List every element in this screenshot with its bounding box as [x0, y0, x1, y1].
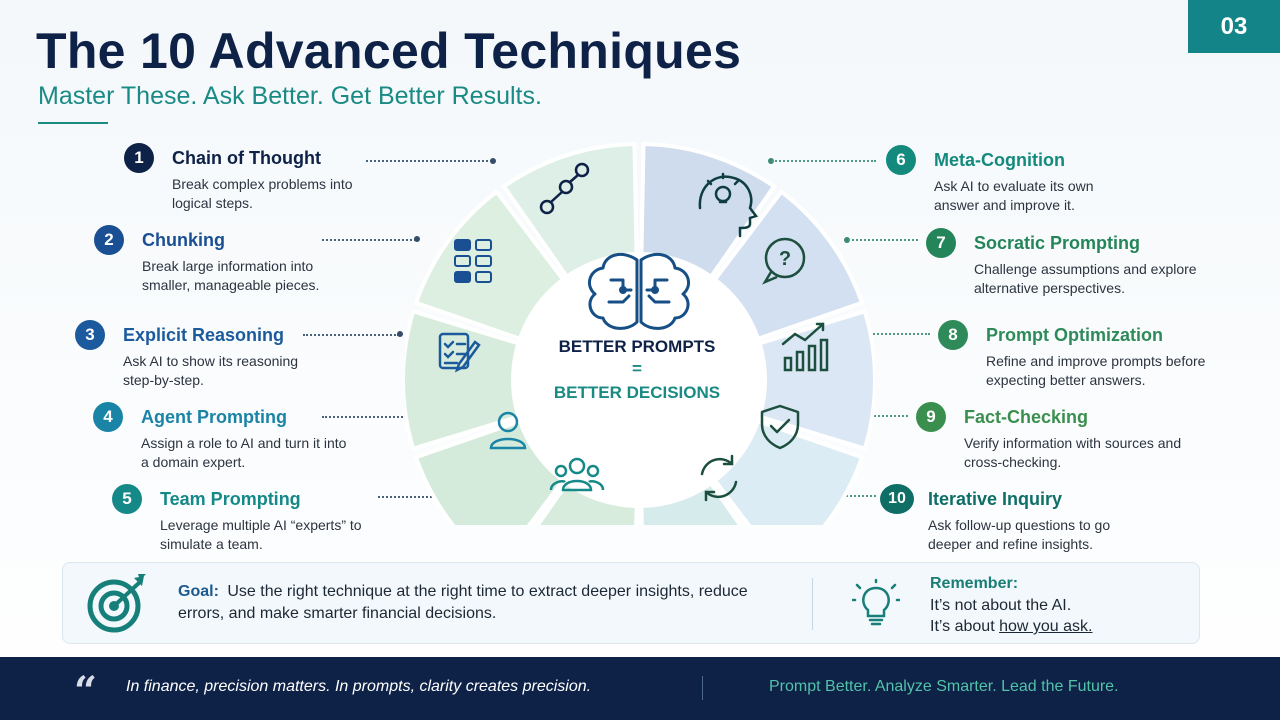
technique-wheel: BETTER PROMPTS = BETTER DECISIONS ? [405, 142, 875, 525]
connector-dot-1 [490, 158, 496, 164]
technique-desc: Challenge assumptions and explore altern… [974, 261, 1197, 296]
technique-3: 3 Explicit Reasoning Ask AI to show its r… [75, 320, 435, 390]
subtitle-underline [38, 122, 108, 124]
technique-name: Fact-Checking [964, 406, 1089, 427]
remember-line-1: It’s not about the AI. [930, 597, 1072, 614]
connector-line-2 [322, 239, 416, 241]
technique-5: 5 Team Prompting Leverage multiple AI “ex… [112, 484, 472, 554]
technique-number: 1 [124, 143, 154, 173]
page-title: The 10 Advanced Techniques [36, 23, 742, 79]
center-line-3: BETTER DECISIONS [554, 383, 720, 402]
technique-name: Chain of Thought [172, 147, 321, 168]
technique-desc: Assign a role to AI and turn it into a d… [141, 435, 347, 470]
lightbulb-icon [852, 578, 900, 626]
connector-dot-7 [844, 237, 850, 243]
goal-panel [62, 562, 1200, 644]
goal-divider [812, 578, 813, 630]
refresh-cycle-icon [700, 454, 738, 502]
chain-nodes-icon [539, 162, 590, 215]
technique-number: 3 [75, 320, 105, 350]
technique-number: 8 [938, 320, 968, 350]
technique-desc: Ask AI to show its reasoning step-by-ste… [123, 353, 299, 388]
connector-dot-6 [768, 158, 774, 164]
technique-2: 2 Chunking Break large information into s… [94, 225, 454, 295]
technique-number: 4 [93, 402, 123, 432]
shield-check-icon [760, 404, 800, 450]
technique-number: 7 [926, 228, 956, 258]
question-bubble-icon: ? [761, 237, 806, 285]
checklist-pencil-icon [438, 332, 481, 373]
connector-dot-2 [414, 236, 420, 242]
connector-line-1 [366, 160, 492, 162]
technique-desc: Refine and improve prompts before expect… [986, 353, 1206, 388]
remember-how-you-ask: how you ask. [999, 618, 1093, 635]
remember-line-2-prefix: It’s about [930, 618, 1000, 635]
person-icon [489, 411, 527, 450]
goal-label: Goal: [178, 583, 219, 600]
connector-line-4 [322, 416, 414, 418]
remember-line-2: It’s about how you ask. [930, 618, 1092, 636]
technique-desc: Ask AI to evaluate its own answer and im… [934, 178, 1094, 213]
technique-6: 6 Meta-Cognition Ask AI to evaluate its o… [886, 145, 1246, 215]
technique-number: 10 [880, 484, 914, 514]
center-line-1: BETTER PROMPTS [559, 337, 716, 356]
remember-title: Remember: [930, 575, 1019, 592]
technique-4: 4 Agent Prompting Assign a role to AI and… [93, 402, 453, 472]
brain-icon [587, 252, 691, 330]
page-number: 03 [1188, 0, 1280, 53]
goal-text: Use the right technique at the right tim… [178, 583, 748, 622]
svg-text:?: ? [779, 248, 791, 270]
technique-desc: Leverage multiple AI “experts” to simula… [160, 517, 362, 552]
connector-line-3 [303, 334, 399, 336]
head-lightbulb-icon [698, 172, 759, 238]
team-icon [549, 457, 605, 492]
technique-name: Agent Prompting [141, 406, 287, 427]
footer-tagline: Prompt Better. Analyze Smarter. Lead the… [769, 678, 1119, 695]
technique-name: Meta-Cognition [934, 149, 1065, 170]
technique-name: Socratic Prompting [974, 232, 1141, 253]
technique-desc: Ask follow-up questions to go deeper and… [928, 517, 1111, 552]
growth-chart-icon [781, 322, 829, 372]
technique-desc: Break complex problems into logical step… [172, 176, 353, 211]
technique-name: Team Prompting [160, 488, 301, 509]
technique-8: 8 Prompt Optimization Refine and improve … [938, 320, 1280, 390]
footer-divider [702, 676, 703, 700]
technique-desc: Verify information with sources and cros… [964, 435, 1182, 470]
technique-number: 2 [94, 225, 124, 255]
footer-quote: In finance, precision matters. In prompt… [126, 678, 592, 695]
connector-line-7 [848, 239, 918, 241]
footer-bar [0, 657, 1280, 720]
connector-line-8 [870, 333, 930, 335]
technique-number: 5 [112, 484, 142, 514]
technique-name: Iterative Inquiry [928, 488, 1063, 509]
technique-9: 9 Fact-Checking Verify information with s… [916, 402, 1276, 472]
technique-name: Prompt Optimization [986, 324, 1163, 345]
connector-line-9 [850, 415, 908, 417]
technique-10: 10 Iterative Inquiry Ask follow-up questi… [880, 484, 1240, 554]
goal-statement: Goal: Use the right technique at the rig… [178, 581, 798, 625]
page-subtitle: Master These. Ask Better. Get Better Res… [38, 82, 542, 110]
technique-name: Explicit Reasoning [123, 324, 285, 345]
center-line-2: = [632, 359, 642, 378]
grid-blocks-icon [454, 239, 492, 283]
technique-1: 1 Chain of Thought Break complex problems… [124, 143, 484, 213]
center-circle [511, 252, 767, 508]
technique-7: 7 Socratic Prompting Challenge assumption… [926, 228, 1280, 298]
quote-icon: “ [74, 668, 98, 715]
technique-desc: Break large information into smaller, ma… [142, 258, 320, 293]
connector-dot-3 [397, 331, 403, 337]
target-icon [87, 574, 146, 633]
connector-line-6 [772, 160, 876, 162]
technique-number: 9 [916, 402, 946, 432]
technique-number: 6 [886, 145, 916, 175]
technique-name: Chunking [142, 229, 225, 250]
